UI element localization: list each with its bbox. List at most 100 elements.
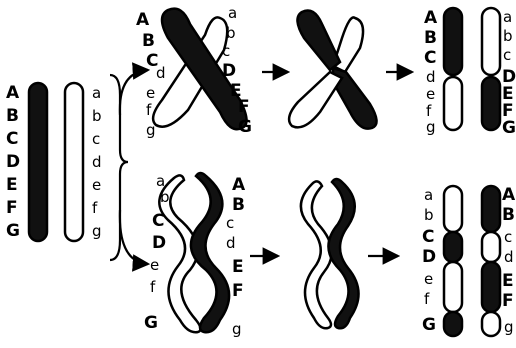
result-light-bottom <box>442 75 464 132</box>
letter-e: e <box>424 270 433 288</box>
left-seg-1-light <box>442 184 464 234</box>
letter-G: G <box>502 118 516 138</box>
letter-E: E <box>502 84 514 104</box>
right-seg-4-light <box>480 310 502 338</box>
letter-g: g <box>232 320 242 338</box>
letter-b: b <box>226 24 236 42</box>
letter-E: E <box>502 271 514 291</box>
right-seg-1-dark <box>480 184 502 234</box>
letter-d: d <box>504 248 514 266</box>
dark-chromatid <box>160 7 248 131</box>
letter-d: d <box>226 234 236 252</box>
arrow-to-top <box>118 62 151 116</box>
light-lower-arm <box>287 70 344 129</box>
letter-c: c <box>222 42 230 60</box>
letter-a: a <box>228 4 237 22</box>
letter-f: f <box>424 290 430 308</box>
twist-light <box>299 180 333 330</box>
light-chromosome <box>63 81 85 243</box>
letter-A: A <box>136 10 150 30</box>
letter-F: F <box>232 281 244 301</box>
letter-e: e <box>426 85 435 103</box>
letter-e: e <box>92 176 101 194</box>
dark-lower-arm <box>331 66 378 130</box>
letter-A: A <box>232 175 246 195</box>
double-crossover-twist <box>158 171 231 334</box>
letter-a: a <box>92 84 101 102</box>
letter-D: D <box>502 67 516 87</box>
letter-d: d <box>156 64 166 82</box>
letter-D: D <box>222 61 236 81</box>
letter-c: c <box>92 130 100 148</box>
letter-B: B <box>232 195 245 215</box>
letter-f: f <box>146 101 152 119</box>
labels-double-result: a b C D e f G A B c d E F g <box>422 185 516 336</box>
double-crossover-result <box>442 184 502 338</box>
letter-b: b <box>424 206 434 224</box>
letter-a: a <box>503 8 512 26</box>
left-seg-3-light <box>442 260 464 314</box>
letter-B: B <box>424 28 437 48</box>
letter-G: G <box>238 117 252 137</box>
labels-original-light: a b c d e f g <box>92 84 102 240</box>
right-seg-2-light <box>480 230 502 264</box>
letter-g: g <box>504 318 514 336</box>
letter-a: a <box>424 186 433 204</box>
letter-E: E <box>232 257 244 277</box>
letter-a: a <box>156 172 165 190</box>
letter-E: E <box>6 175 18 195</box>
letter-C: C <box>146 51 158 71</box>
letter-D: D <box>422 247 436 267</box>
letter-B: B <box>6 106 19 126</box>
original-pair <box>27 81 85 243</box>
letter-f: f <box>426 102 432 120</box>
letter-F: F <box>6 198 18 218</box>
dark-chromosome <box>27 81 49 243</box>
letter-g: g <box>146 121 156 139</box>
arrow-to-bottom <box>118 209 151 272</box>
letter-G: G <box>422 315 436 335</box>
letter-E: E <box>230 81 242 101</box>
labels-single-result: A B C d e f g a b c D E F G <box>424 8 516 138</box>
left-seg-2-dark <box>442 230 464 264</box>
letter-e: e <box>146 84 155 102</box>
letter-b: b <box>503 27 513 45</box>
letter-F: F <box>502 101 514 121</box>
letter-c: c <box>226 214 234 232</box>
letter-c: c <box>503 46 511 64</box>
letter-d: d <box>426 68 436 86</box>
result-dark-bottom <box>480 75 502 132</box>
single-crossover-x <box>151 7 248 131</box>
letter-F: F <box>238 97 250 117</box>
letter-e: e <box>150 256 159 274</box>
letter-g: g <box>426 118 436 136</box>
letter-A: A <box>424 8 438 28</box>
brace <box>109 73 129 262</box>
letter-G: G <box>144 313 158 333</box>
letter-C: C <box>6 129 18 149</box>
double-breaking-twist <box>299 177 360 330</box>
letter-F: F <box>502 291 514 311</box>
result-light-top <box>480 6 502 77</box>
letter-D: D <box>6 152 20 172</box>
letter-g: g <box>92 222 102 240</box>
single-crossover-result <box>442 6 502 132</box>
dark-strand <box>189 171 231 334</box>
left-seg-4-dark <box>442 310 464 338</box>
letter-b: b <box>160 188 170 206</box>
letter-f: f <box>92 199 98 217</box>
letter-A: A <box>502 185 516 205</box>
light-chromatid <box>151 16 229 128</box>
letter-b: b <box>92 107 102 125</box>
right-seg-3-dark <box>480 260 502 314</box>
letter-f: f <box>150 278 156 296</box>
labels-single-x: A B C D E F G a b c d e f g <box>136 4 252 139</box>
letter-B: B <box>142 31 155 51</box>
labels-double-twist: a b C D e f G A B c d E F g <box>144 172 246 338</box>
dark-upper-arm <box>296 9 342 72</box>
letter-D: D <box>152 233 166 253</box>
letter-A: A <box>6 83 20 103</box>
letter-d: d <box>92 153 102 171</box>
letter-G: G <box>6 221 20 241</box>
